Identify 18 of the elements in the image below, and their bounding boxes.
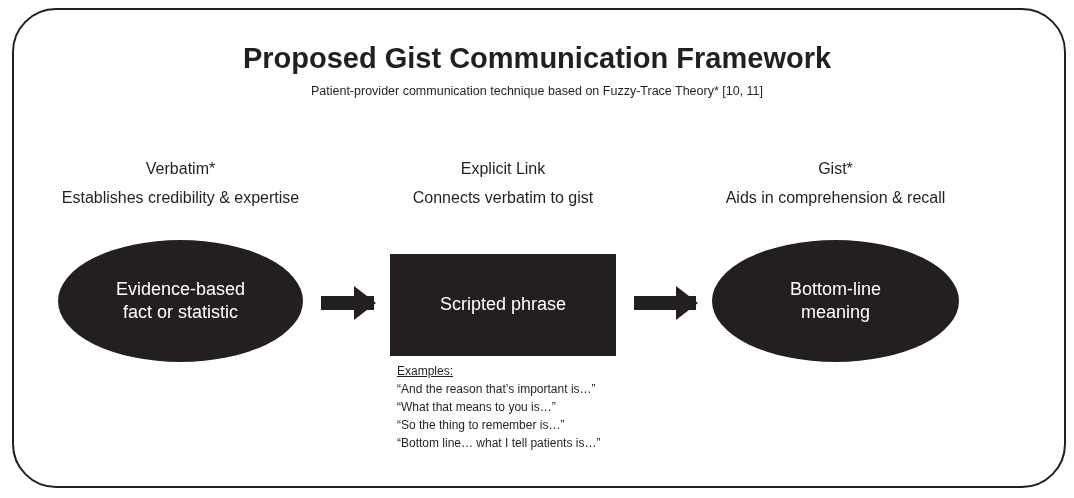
ellipse-node: Bottom-line meaning [712, 240, 959, 362]
column-subheading: Establishes credibility & expertise [60, 188, 301, 208]
block-arrow [634, 286, 698, 320]
column-subheading: Connects verbatim to gist [411, 188, 595, 208]
column-subheading: Aids in comprehension & recall [724, 188, 947, 208]
process-box: Scripted phrase [390, 254, 616, 356]
example-phrase: “What that means to you is…” [397, 399, 556, 416]
examples-heading: Examples: [397, 363, 454, 380]
column-heading: Gist* [817, 159, 854, 179]
ellipse-node: Evidence-based fact or statistic [58, 240, 303, 362]
block-arrow [321, 286, 376, 320]
column-heading: Explicit Link [459, 159, 547, 179]
column-heading: Verbatim* [144, 159, 217, 179]
example-phrase: “So the thing to remember is…” [397, 417, 565, 434]
example-phrase: “And the reason that’s important is…” [397, 381, 596, 398]
subtitle: Patient-provider communication technique based on Fuzzy-Trace Theory* [10, 11] [309, 83, 765, 100]
example-phrase: “Bottom line… what I tell patients is…” [397, 435, 601, 452]
title: Proposed Gist Communication Framework [241, 41, 833, 76]
